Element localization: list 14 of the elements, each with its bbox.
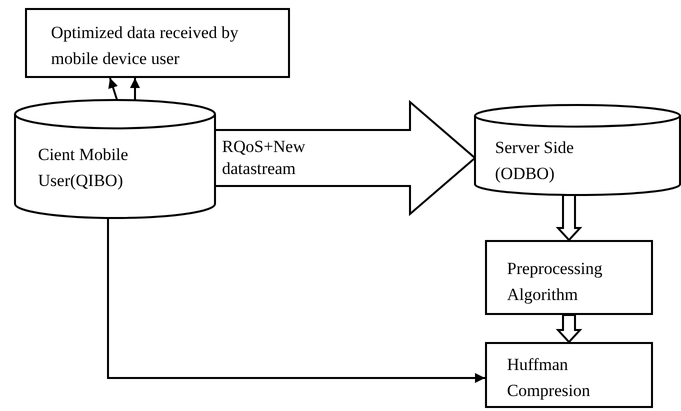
node-label: Cient Mobile User(QIBO) xyxy=(38,144,130,192)
process-box xyxy=(25,8,290,78)
arrow xyxy=(130,78,140,102)
arrow xyxy=(107,218,485,383)
node-label: Huffman Compresion xyxy=(507,354,592,402)
node-label: Optimized data received by mobile device user xyxy=(51,22,240,70)
database-cylinder xyxy=(475,105,680,195)
database-cylinder xyxy=(15,100,215,218)
process-box xyxy=(485,240,653,315)
node-label: Preprocessing Algorithm xyxy=(507,258,604,306)
block-arrow xyxy=(556,314,582,344)
block-arrow xyxy=(556,194,582,242)
node-label: Server Side (ODBO) xyxy=(495,137,575,185)
process-box xyxy=(485,342,653,408)
